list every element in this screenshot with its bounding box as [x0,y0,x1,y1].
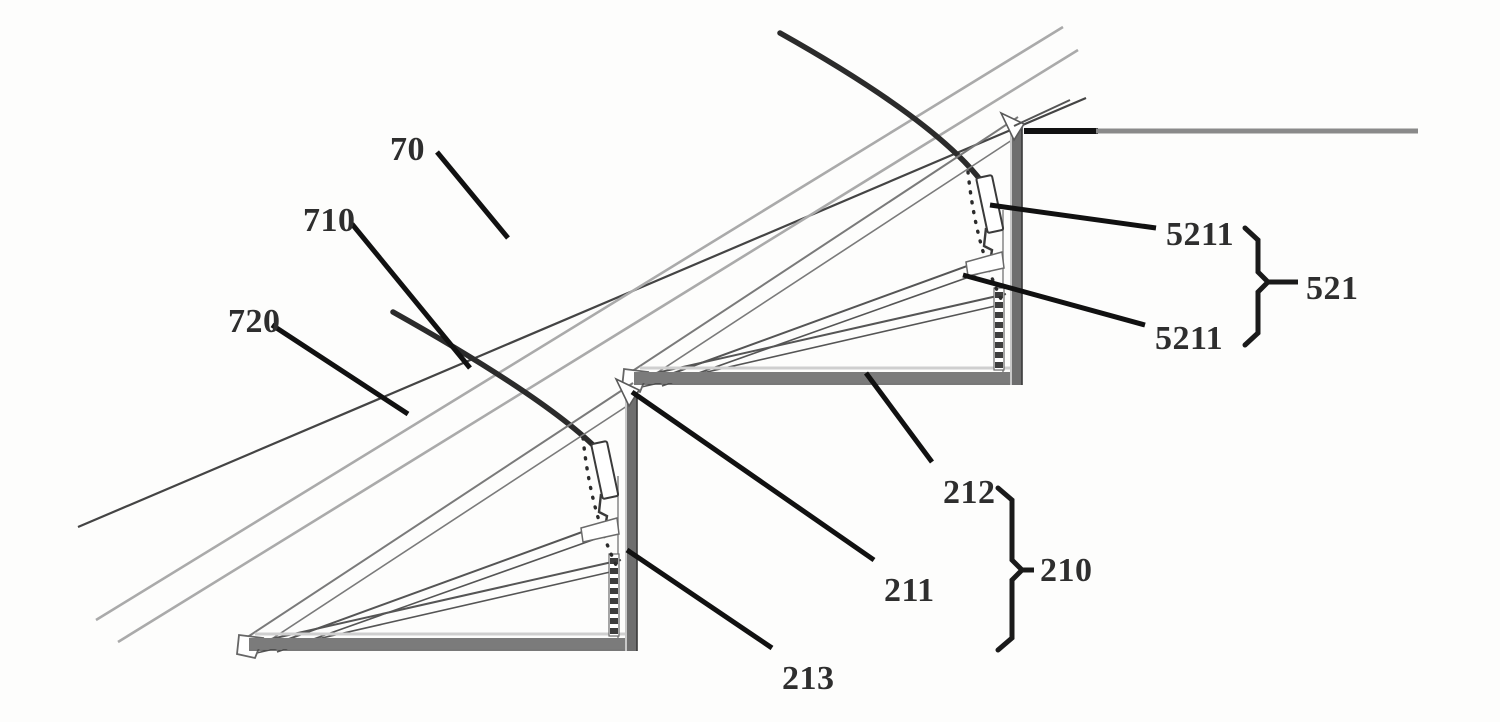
upper-wedge-strut-outer [659,253,1001,379]
upper-wedge-strut-inner [661,265,1001,387]
rail-line-top [77,96,1087,529]
upper-apex-detail [999,111,1026,142]
leader-213 [625,547,774,651]
leader-5211-bot [962,272,1146,328]
lower-apex-detail [614,377,641,408]
leader-70 [435,150,510,240]
lower-bracket-assembly [236,377,641,660]
brace-group [995,225,1298,653]
leader-line-group [270,150,1157,651]
label-211: 211 [884,572,935,609]
rail-line-middle [95,25,1064,622]
leader-720 [270,322,410,417]
lower-wedge-strut-outer [274,519,616,645]
lower-clip-seat [580,517,620,543]
lower-wedge-top-inner [254,405,628,651]
lower-wedge-chord-outer [248,559,622,645]
leader-710 [350,222,472,370]
upper-wedge-top-inner [639,139,1013,385]
label-5211-bottom: 5211 [1155,320,1224,357]
upper-bracket-vertical-post [1012,127,1022,385]
fastener-clip-upper [975,174,1005,234]
leader-5211-top [989,202,1157,231]
upper-bracket-base-bar [634,372,1022,383]
inclined-rail-assembly [77,25,1087,644]
upper-wedge-top-outer [630,116,1019,373]
label-521: 521 [1306,270,1359,307]
brace-521 [1242,225,1272,348]
upper-apex-short-diagonal [1013,99,1071,127]
swing-arc-upper [777,30,985,185]
lower-bracket-vertical-post [627,393,637,651]
label-213: 213 [782,660,835,697]
label-212: 212 [943,474,996,511]
label-70: 70 [390,131,425,168]
upper-wedge-chord-outer [633,293,1007,379]
swing-arc-lower [390,309,603,455]
label-710: 710 [303,202,356,239]
lower-bracket-base-bar [249,638,637,649]
brace-210 [995,485,1026,653]
leader-211 [630,389,876,563]
lower-wedge-strut-inner [276,531,616,653]
lower-rack-strip [608,553,620,637]
label-5211-top: 5211 [1166,216,1235,253]
label-210: 210 [1040,552,1093,589]
fastener-clip-lower [590,440,620,500]
leader-212 [863,371,935,464]
upper-bracket-assembly [621,99,1418,394]
rail-line-bottom [117,48,1079,644]
swing-arc-group [390,30,985,455]
label-720: 720 [228,303,281,340]
upper-clip-seat [965,251,1005,277]
lower-wedge-top-outer [245,382,634,639]
upper-rack-strip [993,287,1005,371]
